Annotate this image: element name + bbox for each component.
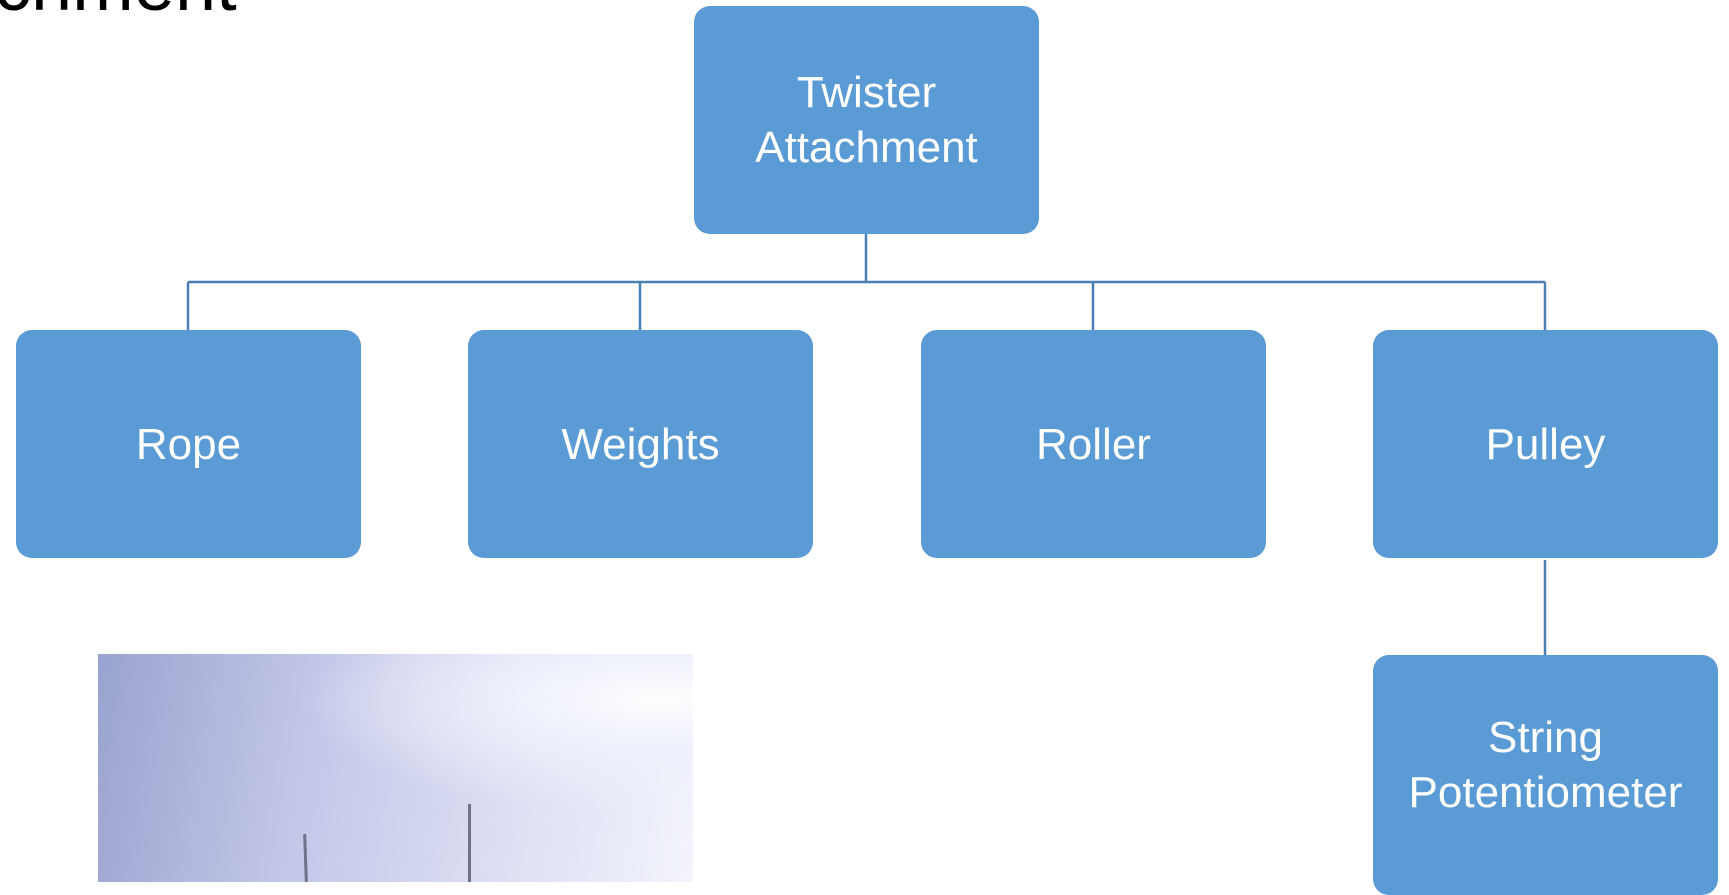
node-label: Twister Attachment xyxy=(755,68,978,172)
pole-right xyxy=(468,804,471,882)
node-label: Roller xyxy=(1036,419,1151,469)
node-string-potentiometer: String Potentiometer xyxy=(1373,655,1718,895)
node-label: Pulley xyxy=(1485,419,1606,469)
node-label: Rope xyxy=(135,419,242,469)
node-weights: Weights xyxy=(468,330,813,558)
node-label: Weights xyxy=(561,419,720,469)
sky-photo xyxy=(98,654,693,882)
node-roller: Roller xyxy=(921,330,1266,558)
node-label: String Potentiometer xyxy=(1408,713,1683,817)
node-rope: Rope xyxy=(16,330,361,558)
node-twister-attachment: Twister Attachment xyxy=(694,6,1039,234)
pole-left xyxy=(303,833,308,882)
slide-title: chment xyxy=(0,0,237,22)
node-pulley: Pulley xyxy=(1373,330,1718,558)
